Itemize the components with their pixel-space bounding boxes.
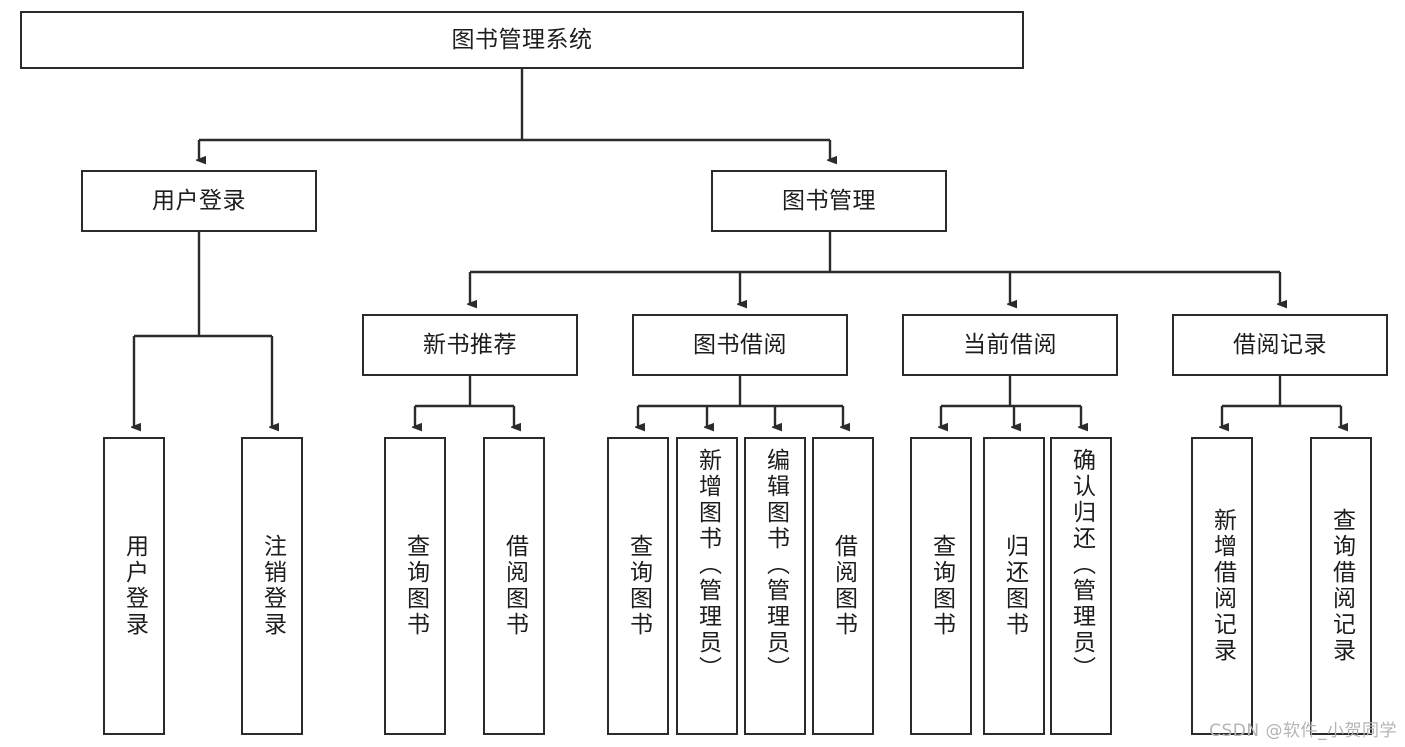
node-leaf-brw-edit-label: 编辑图书（管理员） bbox=[762, 448, 789, 682]
node-leaf-rec-borrow-label: 借阅图书 bbox=[501, 534, 528, 638]
node-leaf-cur-query[interactable]: 查询图书 bbox=[910, 437, 972, 735]
node-leaf-cur-return-label: 归还图书 bbox=[1001, 534, 1028, 638]
node-user-login-label: 用户登录 bbox=[152, 187, 246, 214]
node-leaf-cur-query-label: 查询图书 bbox=[928, 534, 955, 638]
node-loan-record[interactable]: 借阅记录 bbox=[1172, 314, 1388, 376]
node-leaf-rec-add[interactable]: 新增借阅记录 bbox=[1191, 437, 1253, 735]
node-leaf-rec-borrow[interactable]: 借阅图书 bbox=[483, 437, 545, 735]
node-book-borrow-label: 图书借阅 bbox=[693, 331, 787, 358]
node-leaf-brw-edit[interactable]: 编辑图书（管理员） bbox=[744, 437, 806, 735]
node-current-loan-label: 当前借阅 bbox=[963, 331, 1057, 358]
node-leaf-brw-query[interactable]: 查询图书 bbox=[607, 437, 669, 735]
node-loan-record-label: 借阅记录 bbox=[1233, 331, 1327, 358]
node-leaf-user-login-label: 用户登录 bbox=[121, 534, 148, 638]
node-leaf-rec-add-label: 新增借阅记录 bbox=[1209, 508, 1236, 664]
node-leaf-cur-return[interactable]: 归还图书 bbox=[983, 437, 1045, 735]
node-leaf-rec-search-label: 查询借阅记录 bbox=[1328, 508, 1355, 664]
node-leaf-brw-add-label: 新增图书（管理员） bbox=[694, 448, 721, 682]
node-leaf-user-logout[interactable]: 注销登录 bbox=[241, 437, 303, 735]
node-leaf-user-logout-label: 注销登录 bbox=[259, 534, 286, 638]
node-leaf-cur-confirm-label: 确认归还（管理员） bbox=[1068, 448, 1095, 682]
node-leaf-brw-borrow-label: 借阅图书 bbox=[830, 534, 857, 638]
node-root[interactable]: 图书管理系统 bbox=[20, 11, 1024, 69]
node-leaf-rec-query-label: 查询图书 bbox=[402, 534, 429, 638]
node-current-loan[interactable]: 当前借阅 bbox=[902, 314, 1118, 376]
watermark: CSDN @软件_小贺同学 bbox=[1209, 721, 1397, 741]
node-new-book-rec-label: 新书推荐 bbox=[423, 331, 517, 358]
node-leaf-user-login[interactable]: 用户登录 bbox=[103, 437, 165, 735]
node-leaf-brw-query-label: 查询图书 bbox=[625, 534, 652, 638]
node-leaf-brw-borrow[interactable]: 借阅图书 bbox=[812, 437, 874, 735]
node-leaf-rec-search[interactable]: 查询借阅记录 bbox=[1310, 437, 1372, 735]
node-new-book-rec[interactable]: 新书推荐 bbox=[362, 314, 578, 376]
node-leaf-rec-query[interactable]: 查询图书 bbox=[384, 437, 446, 735]
node-user-login[interactable]: 用户登录 bbox=[81, 170, 317, 232]
node-book-manage[interactable]: 图书管理 bbox=[711, 170, 947, 232]
node-leaf-cur-confirm[interactable]: 确认归还（管理员） bbox=[1050, 437, 1112, 735]
node-book-borrow[interactable]: 图书借阅 bbox=[632, 314, 848, 376]
node-root-label: 图书管理系统 bbox=[451, 26, 593, 53]
node-book-manage-label: 图书管理 bbox=[782, 187, 876, 214]
node-leaf-brw-add[interactable]: 新增图书（管理员） bbox=[676, 437, 738, 735]
